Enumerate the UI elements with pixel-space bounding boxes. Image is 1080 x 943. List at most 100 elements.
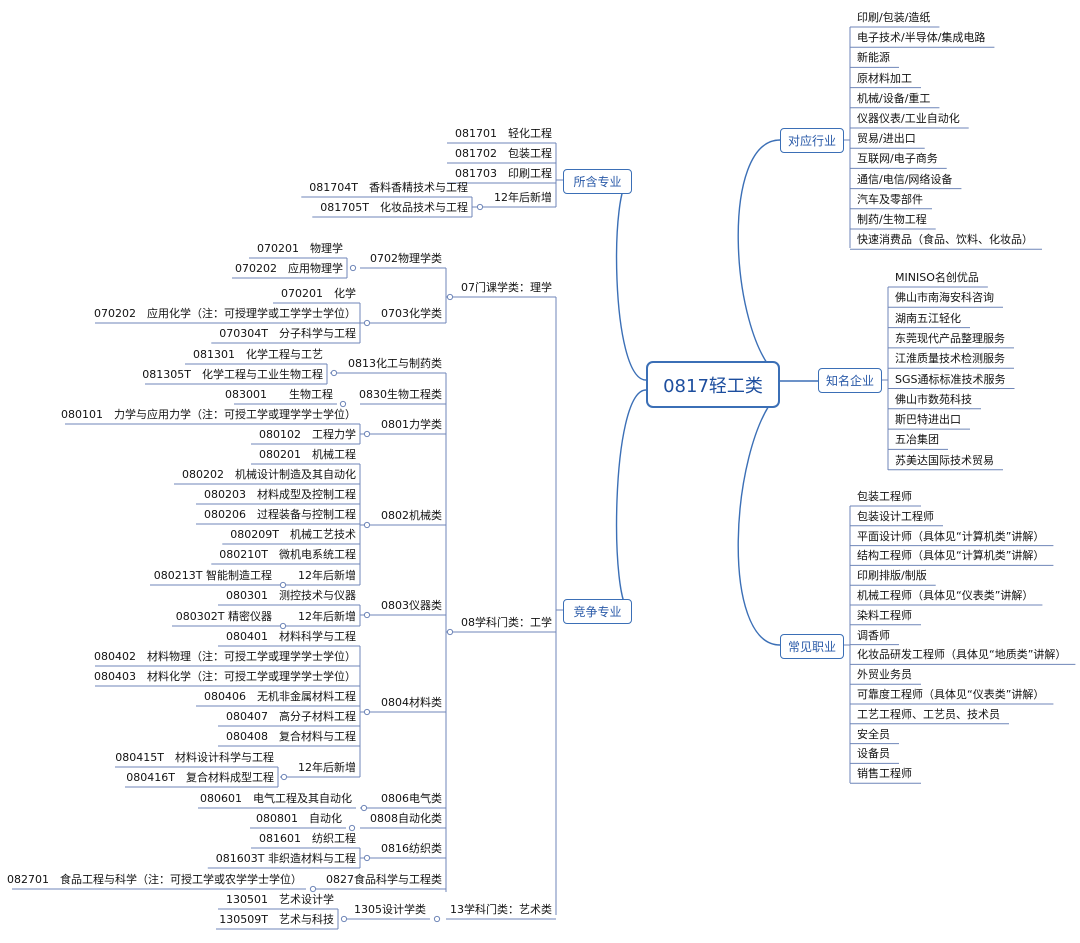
job-item[interactable]: 染料工程师 [857, 608, 912, 622]
root-node[interactable]: 0817轻工类 [646, 361, 780, 408]
item[interactable]: 070201 化学 [281, 287, 356, 300]
company-item[interactable]: 苏美达国际技术贸易 [895, 453, 994, 467]
item[interactable]: 080213T 智能制造工程 [153, 569, 272, 582]
item[interactable]: 080302T 精密仪器 [175, 610, 272, 623]
job-item[interactable]: 外贸业务员 [857, 668, 912, 682]
item[interactable]: 080407 高分子材料工程 [226, 710, 356, 723]
category-li[interactable]: 07门课学类：理学 [461, 281, 552, 294]
branch-zhiye[interactable]: 常见职业 [780, 634, 844, 659]
new-group-label[interactable]: 12年后新增 [298, 761, 356, 774]
industry-item[interactable]: 互联网/电子商务 [857, 152, 938, 166]
job-item[interactable]: 销售工程师 [857, 767, 912, 781]
job-item[interactable]: 可靠度工程师（具体见“仪表类”讲解） [857, 688, 1045, 701]
group-0801[interactable]: 0801力学类 [381, 418, 442, 431]
job-item[interactable]: 结构工程师（具体见“计算机类”讲解） [857, 549, 1045, 563]
industry-item[interactable]: 新能源 [857, 51, 890, 65]
job-item[interactable]: 包装工程师 [857, 490, 912, 503]
job-item[interactable]: 工艺工程师、工艺员、技术员 [857, 707, 1000, 721]
item[interactable]: 080406 无机非金属材料工程 [204, 690, 356, 703]
item[interactable]: 130501 艺术设计学 [226, 893, 334, 906]
group-0827[interactable]: 0827食品科学与工程类 [326, 873, 442, 886]
group-0703[interactable]: 0703化学类 [381, 307, 442, 320]
company-item[interactable]: 斯巴特进出口 [895, 413, 961, 427]
company-item[interactable]: SGS通标标准技术服务 [895, 372, 1006, 386]
item[interactable]: 081601 纺织工程 [259, 832, 356, 845]
major-item[interactable]: 081703 印刷工程 [455, 167, 552, 180]
industry-item[interactable]: 快速消费品（食品、饮料、化妆品） [857, 233, 1033, 247]
item[interactable]: 080203 材料成型及控制工程 [204, 488, 356, 501]
group-0806[interactable]: 0806电气类 [381, 792, 442, 805]
industry-item[interactable]: 贸易/进出口 [857, 132, 916, 146]
item[interactable]: 080415T 材料设计科学与工程 [115, 751, 274, 764]
job-item[interactable]: 机械工程师（具体见“仪表类”讲解） [857, 589, 1034, 602]
item[interactable]: 080301 测控技术与仪器 [226, 589, 356, 602]
item[interactable]: 080202 机械设计制造及其自动化 [182, 468, 356, 481]
job-item[interactable]: 调香师 [857, 628, 890, 642]
group-0830[interactable]: 0830生物工程类 [359, 388, 442, 401]
branch-suohan[interactable]: 所含专业 [563, 169, 632, 194]
item[interactable]: 081305T 化学工程与工业生物工程 [142, 368, 323, 381]
item[interactable]: 080206 过程装备与控制工程 [204, 508, 356, 521]
item[interactable]: 070201 物理学 [257, 242, 343, 255]
item[interactable]: 070202 应用物理学 [235, 262, 343, 275]
industry-item[interactable]: 通信/电信/网络设备 [857, 172, 953, 186]
group-1305[interactable]: 1305设计学类 [354, 903, 426, 916]
branch-qiye[interactable]: 知名企业 [818, 368, 882, 393]
item[interactable]: 080101 力学与应用力学（注：可授工学或理学学士学位） [61, 408, 356, 421]
group-0808[interactable]: 0808自动化类 [370, 812, 442, 825]
branch-hangye[interactable]: 对应行业 [780, 128, 844, 153]
group-0702[interactable]: 0702物理学类 [370, 252, 442, 265]
branch-jingzheng[interactable]: 竞争专业 [563, 599, 632, 624]
group-0813[interactable]: 0813化工与制药类 [348, 357, 442, 370]
group-0816[interactable]: 0816纺织类 [381, 842, 442, 855]
item[interactable]: 080403 材料化学（注：可授工学或理学学士学位） [94, 670, 356, 683]
item[interactable]: 083001 生物工程 [225, 388, 333, 401]
item[interactable]: 130509T 艺术与科技 [219, 913, 334, 926]
item[interactable]: 080416T 复合材料成型工程 [126, 771, 274, 784]
industry-item[interactable]: 原材料加工 [857, 71, 912, 85]
industry-item[interactable]: 印刷/包装/造纸 [857, 11, 931, 24]
item[interactable]: 080401 材料科学与工程 [226, 630, 356, 643]
item[interactable]: 081301 化学工程与工艺 [193, 348, 323, 361]
industry-item[interactable]: 电子技术/半导体/集成电路 [857, 31, 986, 45]
major-new-item[interactable]: 081705T 化妆品技术与工程 [320, 201, 468, 214]
item[interactable]: 080102 工程力学 [259, 428, 356, 441]
new-group-label[interactable]: 12年后新增 [298, 569, 356, 582]
company-item[interactable]: MINISO名创优品 [895, 271, 979, 284]
item[interactable]: 080209T 机械工艺技术 [230, 528, 356, 541]
job-item[interactable]: 安全员 [857, 727, 890, 741]
item[interactable]: 080402 材料物理（注：可授工学或理学学士学位） [94, 650, 356, 663]
job-item[interactable]: 设备员 [857, 747, 890, 761]
company-item[interactable]: 五冶集团 [895, 433, 939, 447]
group-0803[interactable]: 0803仪器类 [381, 599, 442, 612]
item[interactable]: 082701 食品工程与科学（注：可授工学或农学学士学位） [7, 873, 302, 886]
major-item[interactable]: 081701 轻化工程 [455, 127, 552, 140]
category-gong[interactable]: 08学科门类：工学 [461, 616, 552, 629]
category-yishu[interactable]: 13学科门类：艺术类 [450, 903, 552, 916]
item[interactable]: 080210T 微机电系统工程 [219, 548, 356, 561]
industry-item[interactable]: 汽车及零部件 [857, 192, 923, 206]
job-item[interactable]: 包装设计工程师 [857, 509, 934, 523]
major-new-item[interactable]: 081704T 香料香精技术与工程 [309, 181, 468, 194]
new-group-label[interactable]: 12年后新增 [494, 191, 552, 204]
item[interactable]: 070202 应用化学（注：可授理学或工学学士学位） [94, 307, 356, 320]
industry-item[interactable]: 制药/生物工程 [857, 213, 927, 226]
item[interactable]: 081603T 非织造材料与工程 [215, 852, 356, 865]
item[interactable]: 080201 机械工程 [259, 448, 356, 461]
major-item[interactable]: 081702 包装工程 [455, 147, 552, 160]
company-item[interactable]: 江淮质量技术检测服务 [895, 352, 1005, 366]
company-item[interactable]: 东莞现代产品整理服务 [895, 331, 1005, 345]
item[interactable]: 080408 复合材料与工程 [226, 730, 356, 743]
item[interactable]: 070304T 分子科学与工程 [219, 327, 356, 340]
job-item[interactable]: 化妆品研发工程师（具体见“地质类”讲解） [857, 648, 1067, 662]
industry-item[interactable]: 仪器仪表/工业自动化 [857, 112, 960, 125]
group-0804[interactable]: 0804材料类 [381, 696, 442, 709]
item[interactable]: 080601 电气工程及其自动化 [200, 792, 352, 805]
company-item[interactable]: 佛山市南海安科咨询 [895, 291, 994, 305]
group-0802[interactable]: 0802机械类 [381, 509, 442, 522]
job-item[interactable]: 平面设计师（具体见“计算机类”讲解） [857, 529, 1045, 543]
company-item[interactable]: 湖南五江轻化 [895, 311, 961, 325]
job-item[interactable]: 印刷排版/制版 [857, 569, 927, 583]
company-item[interactable]: 佛山市数苑科技 [895, 392, 972, 406]
industry-item[interactable]: 机械/设备/重工 [857, 91, 931, 105]
